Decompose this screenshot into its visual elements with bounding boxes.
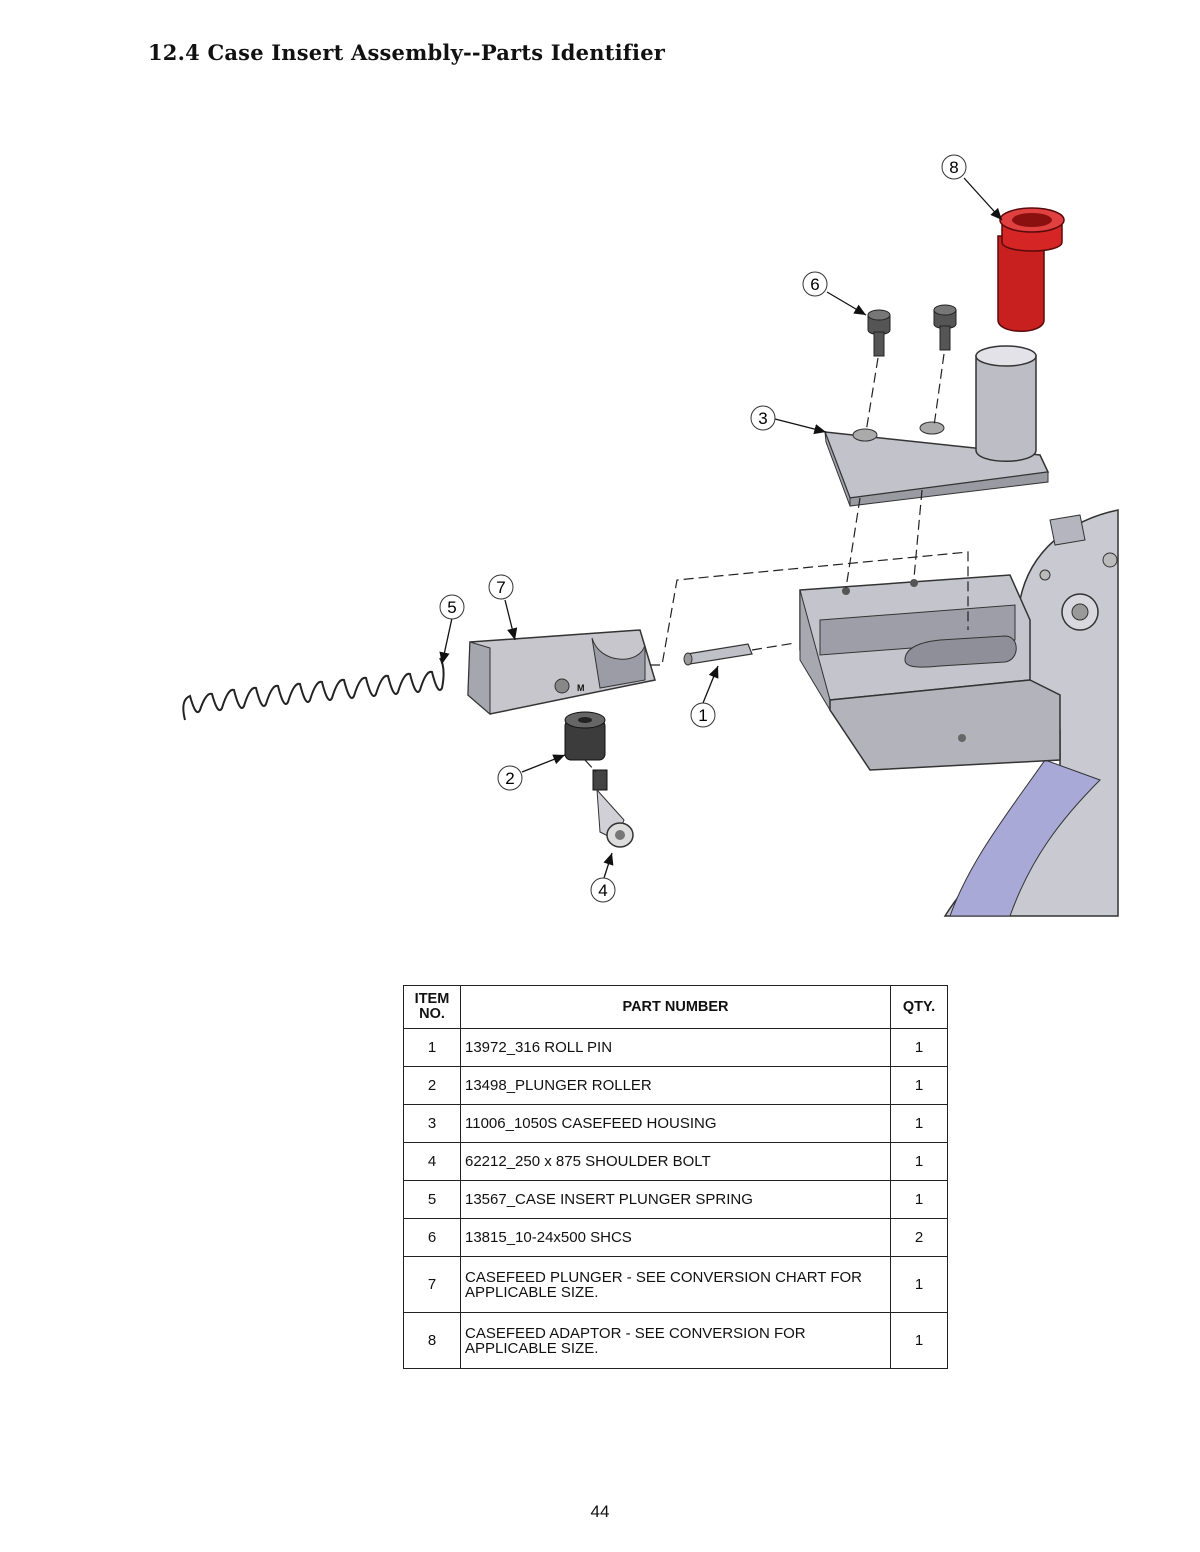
item-no-cell: 3 bbox=[403, 1104, 461, 1143]
plunger-stamp: M bbox=[577, 683, 585, 693]
svg-text:8: 8 bbox=[949, 158, 958, 177]
part-number-cell: CASEFEED ADAPTOR - SEE CONVERSION FOR AP… bbox=[460, 1312, 891, 1369]
table-row: 6 13815_10-24x500 SHCS 2 bbox=[403, 1218, 948, 1257]
item-no-cell: 5 bbox=[403, 1180, 461, 1219]
part-number-cell: 13815_10-24x500 SHCS bbox=[460, 1218, 891, 1257]
part-number-cell: 11006_1050S CASEFEED HOUSING bbox=[460, 1104, 891, 1143]
table-header-row: ITEM NO. PART NUMBER QTY. bbox=[403, 985, 948, 1029]
part-number-cell: 62212_250 x 875 SHOULDER BOLT bbox=[460, 1142, 891, 1181]
section-heading: 12.4 Case Insert Assembly--Parts Identif… bbox=[148, 40, 666, 65]
qty-cell: 1 bbox=[890, 1104, 948, 1143]
qty-cell: 2 bbox=[890, 1218, 948, 1257]
part-number-cell: CASEFEED PLUNGER - SEE CONVERSION CHART … bbox=[460, 1256, 891, 1313]
callout-5: 5 bbox=[439, 594, 465, 620]
callout-6: 6 bbox=[802, 271, 828, 297]
callout-1: 1 bbox=[690, 702, 716, 728]
svg-text:5: 5 bbox=[447, 598, 456, 617]
qty-cell: 1 bbox=[890, 1028, 948, 1067]
parts-table: ITEM NO. PART NUMBER QTY. 1 13972_316 RO… bbox=[403, 985, 948, 1369]
base-machine-body bbox=[943, 509, 1119, 917]
table-row: 2 13498_PLUNGER ROLLER 1 bbox=[403, 1066, 948, 1105]
item-no-cell: 1 bbox=[403, 1028, 461, 1067]
callout-8: 8 bbox=[941, 154, 967, 180]
table-row: 5 13567_CASE INSERT PLUNGER SPRING 1 bbox=[403, 1180, 948, 1219]
svg-text:7: 7 bbox=[496, 578, 505, 597]
svg-text:2: 2 bbox=[505, 769, 514, 788]
part-number-cell: 13498_PLUNGER ROLLER bbox=[460, 1066, 891, 1105]
callout-2: 2 bbox=[497, 765, 523, 791]
assembly-drawing: M bbox=[182, 154, 1119, 917]
item-no-cell: 2 bbox=[403, 1066, 461, 1105]
shoulder-bolt bbox=[592, 769, 634, 848]
callout-3: 3 bbox=[750, 405, 776, 431]
part-number-cell: 13567_CASE INSERT PLUNGER SPRING bbox=[460, 1180, 891, 1219]
part-number-cell: 13972_316 ROLL PIN bbox=[460, 1028, 891, 1067]
qty-cell: 1 bbox=[890, 1066, 948, 1105]
table-row: 4 62212_250 x 875 SHOULDER BOLT 1 bbox=[403, 1142, 948, 1181]
exploded-assembly-diagram: M bbox=[0, 120, 1200, 930]
svg-text:1: 1 bbox=[698, 706, 707, 725]
header-qty: QTY. bbox=[890, 985, 948, 1029]
svg-text:3: 3 bbox=[758, 409, 767, 428]
table-row: 3 11006_1050S CASEFEED HOUSING 1 bbox=[403, 1104, 948, 1143]
svg-text:4: 4 bbox=[598, 881, 607, 900]
shcs-screw-left bbox=[867, 309, 891, 357]
plunger-roller bbox=[564, 711, 606, 761]
roll-pin bbox=[683, 643, 753, 666]
page-number: 44 bbox=[590, 1502, 610, 1521]
shcs-screw-right bbox=[933, 304, 957, 351]
item-no-cell: 8 bbox=[403, 1312, 461, 1369]
qty-cell: 1 bbox=[890, 1312, 948, 1369]
casefeed-plunger: M bbox=[467, 629, 656, 716]
qty-cell: 1 bbox=[890, 1142, 948, 1181]
item-no-cell: 4 bbox=[403, 1142, 461, 1181]
item-no-cell: 6 bbox=[403, 1218, 461, 1257]
casefeed-housing-block bbox=[799, 574, 1061, 771]
qty-cell: 1 bbox=[890, 1180, 948, 1219]
leader-arrows bbox=[439, 177, 1003, 879]
header-item-no: ITEM NO. bbox=[403, 985, 461, 1029]
callout-7: 7 bbox=[488, 574, 514, 600]
item-no-cell: 7 bbox=[403, 1256, 461, 1313]
assembly-guide-lines bbox=[584, 353, 969, 773]
svg-text:6: 6 bbox=[810, 275, 819, 294]
casefeed-housing-plate bbox=[823, 345, 1050, 507]
table-row: 7 CASEFEED PLUNGER - SEE CONVERSION CHAR… bbox=[403, 1256, 948, 1313]
header-part-number: PART NUMBER bbox=[460, 985, 891, 1029]
callout-4: 4 bbox=[590, 877, 616, 903]
table-row: 1 13972_316 ROLL PIN 1 bbox=[403, 1028, 948, 1067]
casefeed-adaptor-red bbox=[997, 207, 1065, 332]
qty-cell: 1 bbox=[890, 1256, 948, 1313]
table-row: 8 CASEFEED ADAPTOR - SEE CONVERSION FOR … bbox=[403, 1312, 948, 1369]
plunger-spring bbox=[182, 657, 445, 721]
